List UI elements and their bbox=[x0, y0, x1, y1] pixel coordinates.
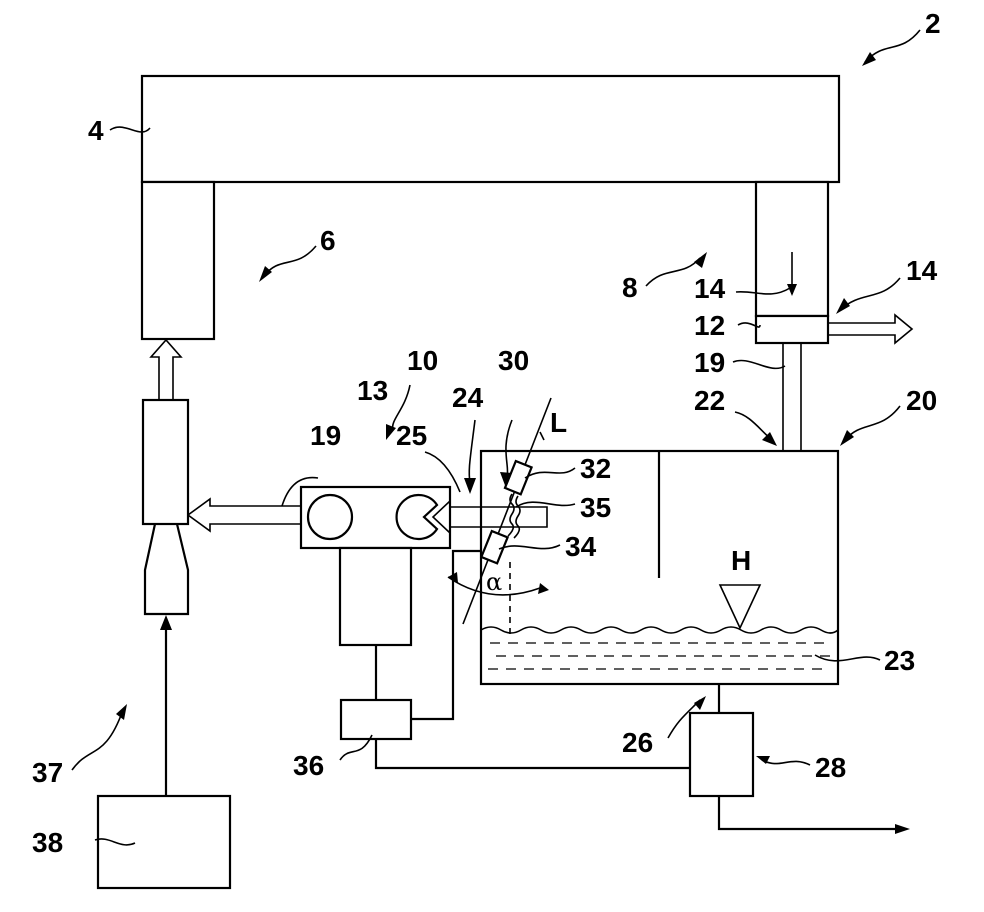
supply-arrowhead bbox=[160, 615, 172, 630]
label-6: 6 bbox=[320, 225, 336, 256]
nozzle-cone bbox=[145, 524, 188, 614]
label-20: 20 bbox=[906, 385, 937, 416]
controller-to-sensor bbox=[411, 551, 481, 719]
controller-36 bbox=[341, 700, 411, 739]
label-22: 22 bbox=[694, 385, 725, 416]
drain-arrowhead bbox=[895, 824, 910, 834]
label-13: 13 bbox=[357, 375, 388, 406]
column-left bbox=[142, 182, 214, 339]
source-box-38 bbox=[98, 796, 230, 888]
drain-line bbox=[719, 796, 900, 829]
label-26: 26 bbox=[622, 727, 653, 758]
label-23: 23 bbox=[884, 645, 915, 676]
label-14-right: 14 bbox=[906, 255, 938, 286]
flow-arrow-19-left bbox=[188, 499, 301, 531]
label-19-left: 19 bbox=[310, 420, 341, 451]
label-24: 24 bbox=[452, 382, 484, 413]
label-36: 36 bbox=[293, 750, 324, 781]
label-30: 30 bbox=[498, 345, 529, 376]
label-L: L bbox=[550, 407, 567, 438]
label-4: 4 bbox=[88, 115, 104, 146]
piston-12 bbox=[756, 316, 828, 343]
label-10: 10 bbox=[407, 345, 438, 376]
nozzle-up-arrow bbox=[151, 340, 181, 400]
label-25: 25 bbox=[396, 420, 427, 451]
label-alpha: α bbox=[486, 568, 502, 596]
valve-28 bbox=[690, 713, 753, 796]
label-12: 12 bbox=[694, 310, 725, 341]
pump-motor bbox=[340, 548, 411, 645]
label-34: 34 bbox=[565, 531, 597, 562]
nozzle-body bbox=[143, 400, 188, 524]
label-37: 37 bbox=[32, 757, 63, 788]
label-35: 35 bbox=[580, 492, 611, 523]
label-H: H bbox=[731, 545, 751, 576]
label-19-right: 19 bbox=[694, 347, 725, 378]
label-38: 38 bbox=[32, 827, 63, 858]
outlet-arrow-14 bbox=[828, 315, 912, 343]
label-2: 2 bbox=[925, 8, 941, 39]
label-14-left: 14 bbox=[694, 273, 726, 304]
label-28: 28 bbox=[815, 752, 846, 783]
beam-4 bbox=[142, 76, 839, 182]
label-32: 32 bbox=[580, 453, 611, 484]
label-8: 8 bbox=[622, 272, 638, 303]
